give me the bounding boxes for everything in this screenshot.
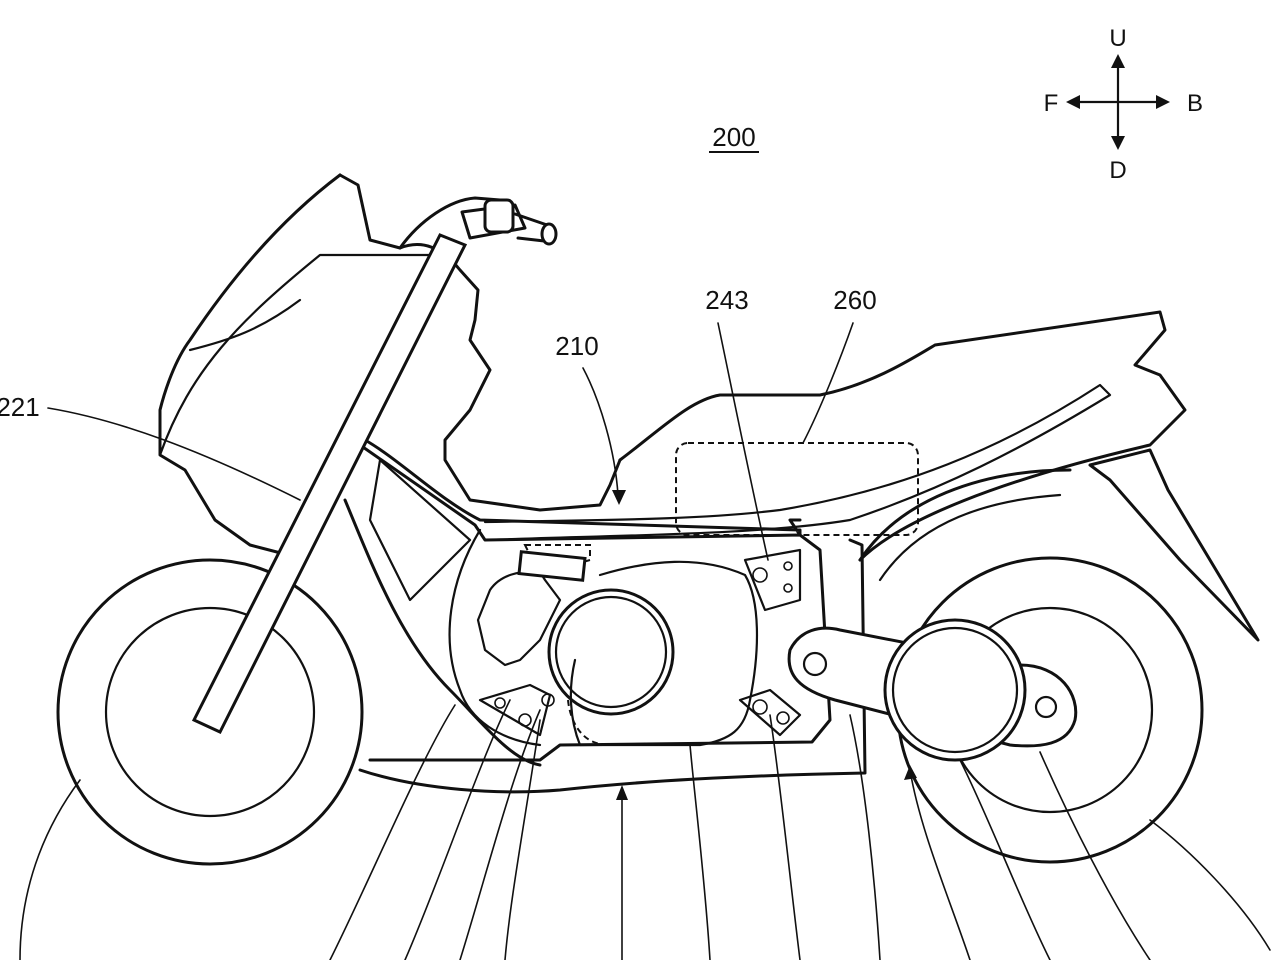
front-fork (191, 233, 468, 734)
leader-lines (19, 699, 1271, 960)
front-wheel (56, 558, 364, 866)
callout-243: 243 (705, 285, 769, 561)
label-243: 243 (705, 285, 748, 315)
direction-indicator: U D F B (1044, 25, 1203, 184)
direction-up-label: U (1109, 25, 1126, 52)
callout-260: 260 (802, 285, 877, 444)
label-221: 221 (0, 392, 40, 422)
figure-number: 200 (709, 122, 759, 153)
handlebar (398, 196, 558, 250)
direction-down-label: D (1109, 157, 1126, 184)
callout-210: 210 (555, 331, 626, 505)
callout-221: 221 (0, 392, 301, 501)
rear-fender (858, 448, 1260, 642)
figure-number-text: 200 (712, 122, 755, 152)
label-260: 260 (833, 285, 876, 315)
seat-and-rear-body (483, 310, 1187, 562)
direction-back-label: B (1187, 90, 1203, 117)
label-210: 210 (555, 331, 598, 361)
swing-arm (787, 618, 1078, 762)
direction-front-label: F (1044, 90, 1059, 117)
motor-unit (476, 544, 802, 747)
